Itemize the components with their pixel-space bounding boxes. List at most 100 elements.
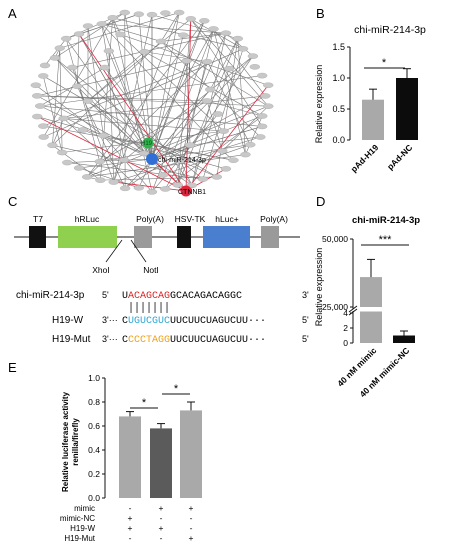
network-edge bbox=[124, 55, 254, 189]
network-node bbox=[257, 113, 268, 119]
network-node bbox=[47, 142, 58, 149]
network-node bbox=[263, 103, 274, 109]
y-tick-label: 1.5 bbox=[332, 42, 345, 52]
network-node bbox=[228, 157, 239, 163]
chart-d-bar bbox=[393, 335, 415, 343]
network-node bbox=[158, 172, 169, 178]
network-edge bbox=[52, 118, 64, 146]
network-node bbox=[186, 182, 197, 189]
network-node bbox=[212, 111, 224, 117]
network-node bbox=[257, 123, 268, 130]
chart-d-bars bbox=[360, 258, 415, 343]
network-edge bbox=[43, 17, 113, 138]
network-edge bbox=[160, 12, 180, 42]
network-edge-hub bbox=[151, 115, 263, 160]
network-node bbox=[119, 9, 130, 16]
chart-b-ylabel: Relative expression bbox=[314, 65, 324, 144]
network-node bbox=[133, 185, 144, 191]
network-edge bbox=[101, 23, 226, 34]
label-polya-2: Poly(A) bbox=[260, 214, 288, 224]
network-edge bbox=[100, 176, 217, 181]
network-edge-hub bbox=[151, 126, 263, 160]
network-node bbox=[94, 158, 105, 165]
label-hrluc: hRLuc bbox=[75, 214, 100, 224]
chart-e-bar bbox=[150, 428, 172, 498]
network-edge-hub bbox=[138, 14, 153, 160]
seq-mirna-5p: 5' bbox=[102, 290, 109, 300]
network-node bbox=[255, 134, 266, 140]
panel-label-a: A bbox=[8, 6, 17, 21]
network-node bbox=[201, 98, 213, 104]
seq-h19mut-seed: CCCTAGG bbox=[128, 335, 170, 346]
network-node bbox=[54, 45, 65, 51]
network-node bbox=[32, 93, 43, 99]
network-node bbox=[39, 62, 51, 69]
chart-d-sig: *** bbox=[379, 234, 393, 246]
label-hluc: hLuc+ bbox=[215, 214, 238, 224]
condition-mark: - bbox=[160, 533, 163, 543]
network-edge bbox=[99, 100, 208, 162]
network-node bbox=[218, 128, 229, 134]
panel-label-c: C bbox=[8, 194, 17, 209]
y-tick-label: 1.0 bbox=[88, 373, 100, 383]
node-label-center: chi-miR-214-3p bbox=[158, 157, 206, 164]
network-edge bbox=[87, 26, 104, 136]
network-edge-hub bbox=[40, 105, 153, 160]
chart-b-category: pAd-NC bbox=[385, 142, 414, 171]
network-edge bbox=[144, 51, 263, 117]
network-node bbox=[172, 182, 183, 188]
network-node bbox=[184, 142, 196, 148]
network-edge bbox=[151, 28, 214, 192]
network-edge bbox=[63, 118, 140, 189]
seq-h19w-seed: UGUCGUC bbox=[128, 316, 170, 327]
network-edge bbox=[112, 17, 244, 50]
network-edge bbox=[87, 154, 246, 178]
condition-label: H19-W bbox=[70, 524, 95, 533]
network-edge-ctnnb1 bbox=[78, 33, 187, 192]
network-node bbox=[107, 15, 118, 21]
network-node bbox=[30, 82, 41, 88]
y-tick-label: 0.0 bbox=[88, 493, 100, 503]
network-edge bbox=[37, 95, 208, 102]
node-h19 bbox=[142, 137, 154, 149]
label-hsvtk: HSV-TK bbox=[175, 214, 206, 224]
network-node bbox=[220, 30, 232, 36]
seq-h19mut-5p: 5' bbox=[302, 334, 309, 344]
network-edge-hub bbox=[151, 95, 266, 160]
network-node bbox=[77, 127, 89, 133]
network-node bbox=[49, 55, 61, 61]
condition-mark: + bbox=[128, 523, 133, 533]
y-tick-label: 4 bbox=[343, 308, 348, 318]
axis-break-mark bbox=[348, 305, 358, 313]
network-edge bbox=[40, 75, 263, 107]
chart-b: chi-miR-214-3p Relative expression 0.00.… bbox=[314, 24, 426, 174]
network-node bbox=[98, 132, 109, 139]
network-node bbox=[119, 185, 131, 192]
xhoi-pointer bbox=[105, 239, 123, 263]
network-edge bbox=[59, 48, 63, 153]
chart-e-ylabel-1: Relative luciferase activity bbox=[61, 391, 70, 492]
sequence-alignment: chi-miR-214-3p 5' UACAGCAGGCACAGACAGGC 3… bbox=[16, 290, 309, 346]
y-tick-label: 0.5 bbox=[332, 104, 345, 114]
network-edge bbox=[206, 100, 263, 117]
construct-hrluc-box bbox=[58, 226, 117, 248]
chart-b-axis: 0.00.51.01.5 bbox=[332, 42, 351, 145]
condition-mark: + bbox=[159, 503, 164, 513]
network-node bbox=[197, 176, 209, 182]
y-tick-label: 0.6 bbox=[88, 421, 100, 431]
label-xhoi: XhoI bbox=[92, 265, 110, 275]
chart-e-axis: 0.00.20.40.60.81.0 bbox=[88, 373, 106, 503]
y-tick-label: 25,000 bbox=[322, 302, 348, 312]
network-edge-hub bbox=[151, 12, 180, 160]
network-edge bbox=[37, 95, 145, 154]
network-node bbox=[82, 98, 94, 104]
network-edge bbox=[112, 17, 121, 35]
network-edge-hub bbox=[54, 57, 153, 160]
network-node bbox=[211, 174, 222, 180]
network-node bbox=[82, 174, 93, 180]
construct-diagram: T7 hRLuc Poly(A) HSV-TK hLuc+ Poly(A) Xh… bbox=[14, 214, 300, 275]
node-chi-mir-214-3p bbox=[146, 153, 158, 165]
chart-b-title: chi-miR-214-3p bbox=[354, 24, 426, 36]
